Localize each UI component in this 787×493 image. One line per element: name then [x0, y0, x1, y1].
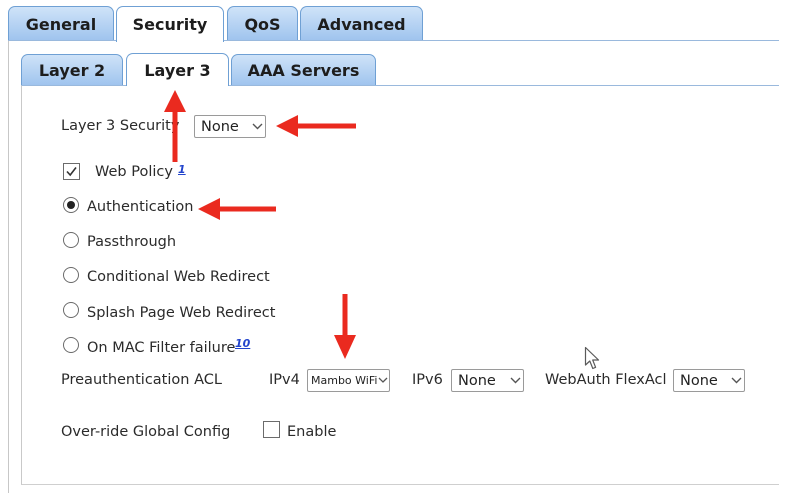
- webauth-flexacl-label: WebAuth FlexAcl: [545, 372, 667, 388]
- mac-filter-note-link[interactable]: 10: [235, 337, 251, 350]
- tab-advanced[interactable]: Advanced: [300, 6, 423, 41]
- conditional-web-redirect-label: Conditional Web Redirect: [87, 269, 270, 285]
- webauth-flexacl-select[interactable]: None: [673, 369, 745, 392]
- ipv6-acl-value: None: [458, 372, 496, 389]
- layer3-security-value: None: [201, 118, 239, 135]
- override-enable-label: Enable: [287, 424, 337, 440]
- splash-page-web-redirect-label: Splash Page Web Redirect: [87, 305, 276, 321]
- subtab-layer2[interactable]: Layer 2: [21, 54, 123, 86]
- authentication-label: Authentication: [87, 199, 194, 215]
- tab-general[interactable]: General: [8, 6, 114, 41]
- override-global-config-label: Over-ride Global Config: [61, 424, 231, 440]
- passthrough-radio[interactable]: [63, 232, 79, 248]
- web-policy-label: Web Policy: [95, 164, 173, 180]
- chevron-down-icon: [249, 123, 265, 130]
- conditional-web-redirect-radio[interactable]: [63, 267, 79, 283]
- web-policy-checkbox[interactable]: [63, 163, 80, 180]
- ipv4-acl-select[interactable]: Mambo WiFi: [307, 369, 390, 392]
- ipv4-label: IPv4: [269, 372, 300, 388]
- tab-bar-divider: [8, 40, 779, 41]
- ipv4-acl-value: Mambo WiFi: [311, 374, 377, 387]
- authentication-radio[interactable]: [63, 197, 79, 213]
- mac-filter-failure-label: On MAC Filter failure: [87, 340, 236, 356]
- webauth-flexacl-value: None: [680, 372, 718, 389]
- chevron-down-icon: [728, 377, 744, 384]
- override-enable-checkbox[interactable]: [263, 421, 280, 438]
- layer3-security-select[interactable]: None: [194, 115, 266, 138]
- subtab-layer3[interactable]: Layer 3: [126, 53, 229, 86]
- radio-selected-dot: [67, 201, 75, 209]
- tab-qos[interactable]: QoS: [227, 6, 298, 41]
- ipv6-label: IPv6: [412, 372, 443, 388]
- preauth-acl-label: Preauthentication ACL: [61, 372, 222, 388]
- mac-filter-failure-radio[interactable]: [63, 337, 79, 353]
- layer3-panel: [21, 85, 779, 485]
- checkmark-icon: [66, 167, 77, 177]
- chevron-down-icon: [507, 377, 523, 384]
- subtab-aaa-servers[interactable]: AAA Servers: [231, 54, 376, 86]
- web-policy-note-link[interactable]: 1: [178, 163, 186, 176]
- tab-security[interactable]: Security: [116, 6, 224, 42]
- passthrough-label: Passthrough: [87, 234, 177, 250]
- layer3-security-label: Layer 3 Security: [61, 118, 180, 134]
- ipv6-acl-select[interactable]: None: [451, 369, 524, 392]
- splash-page-web-redirect-radio[interactable]: [63, 302, 79, 318]
- chevron-down-icon: [377, 377, 389, 384]
